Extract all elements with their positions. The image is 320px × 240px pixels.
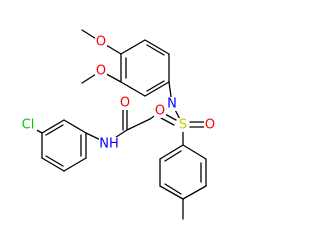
label-background — [154, 104, 166, 118]
molecule-structure: O O N S O O O NH Cl — [19, 29, 216, 220]
atom-labels: O O N S O O O NH Cl — [19, 35, 216, 152]
bond — [144, 81, 170, 97]
bond — [45, 124, 64, 136]
nitrogen-atom-label: N — [167, 97, 177, 112]
label-background — [95, 35, 107, 49]
label-background — [99, 137, 119, 151]
oxygen-atom-label: O — [205, 118, 215, 133]
bond — [41, 119, 65, 134]
bond — [144, 39, 170, 55]
label-background — [19, 118, 37, 132]
bond — [164, 150, 182, 162]
bond — [120, 81, 146, 97]
bond — [159, 185, 184, 200]
label-background — [177, 118, 189, 132]
bond — [182, 185, 207, 200]
label-background — [119, 96, 131, 110]
chlorine-atom-label: Cl — [22, 118, 35, 133]
nitrogen-atom-label: NH — [99, 137, 119, 152]
bond — [63, 157, 87, 172]
oxygen-atom-label: O — [96, 64, 106, 79]
bond — [41, 157, 65, 172]
sulfur-atom-label: S — [179, 118, 187, 133]
bond — [146, 80, 165, 92]
bond — [45, 155, 64, 167]
oxygen-atom-label: O — [155, 104, 165, 119]
oxygen-atom-label: O — [96, 35, 106, 50]
label-background — [204, 118, 216, 132]
bond — [63, 119, 87, 134]
bond — [182, 144, 207, 160]
bond — [159, 144, 184, 160]
label-background — [95, 64, 107, 78]
bond — [164, 183, 182, 195]
bond — [120, 39, 146, 55]
bond — [160, 117, 175, 126]
label-background — [166, 97, 178, 111]
bond — [126, 118, 151, 131]
bond — [146, 44, 165, 56]
oxygen-atom-label: O — [120, 96, 130, 111]
